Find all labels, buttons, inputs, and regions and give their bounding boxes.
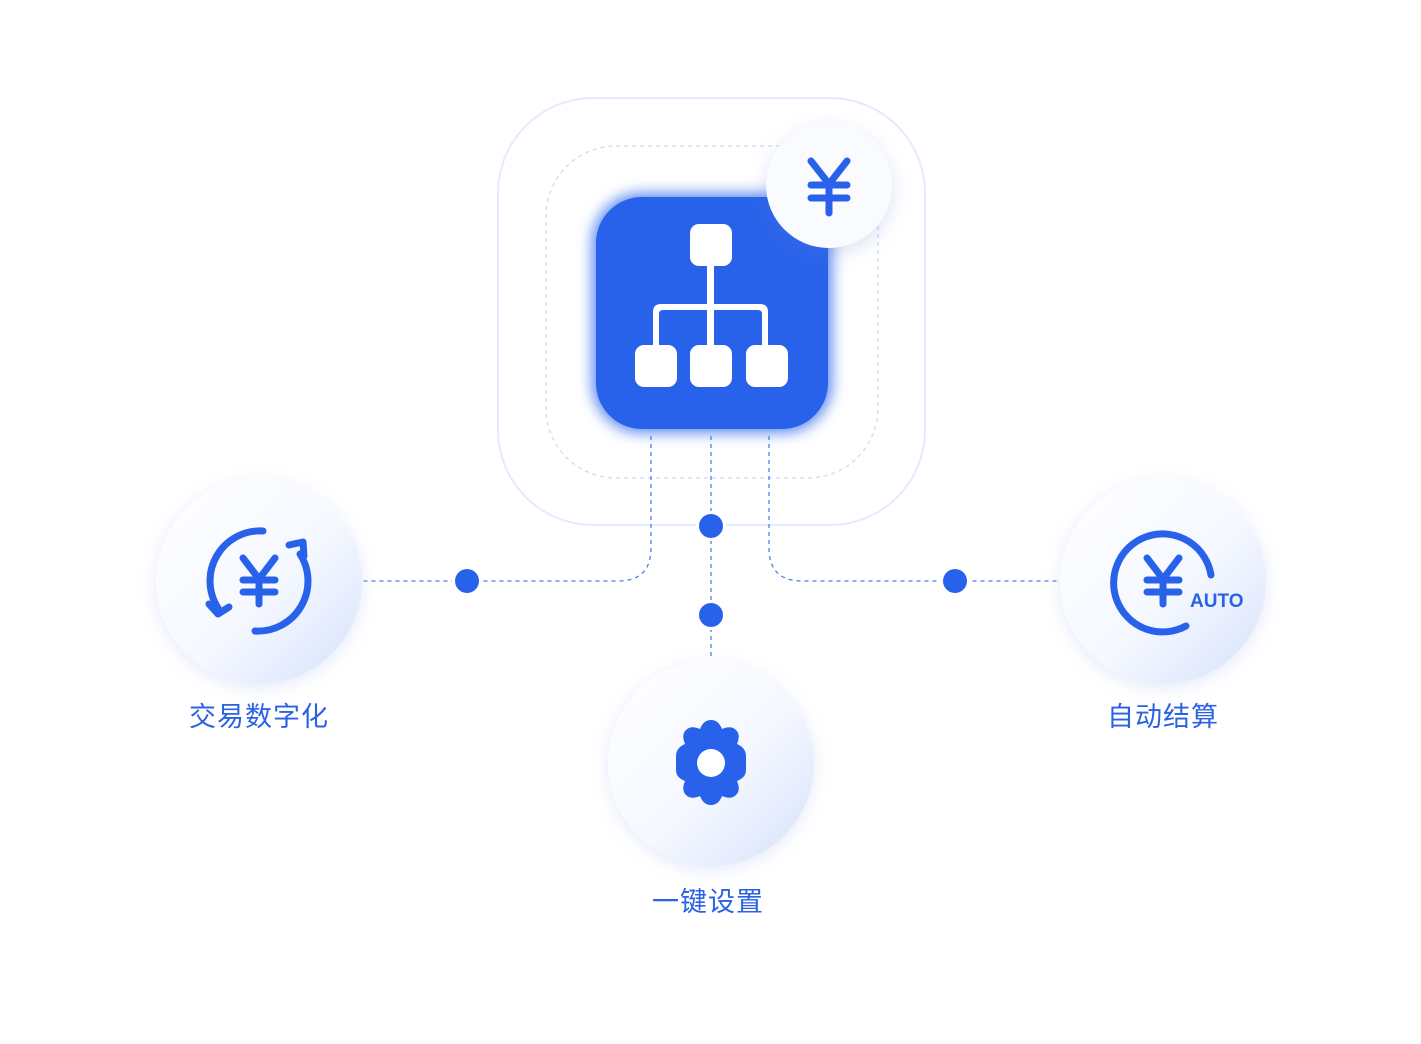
feature-label-digital-transaction: 交易数字化 <box>189 702 329 733</box>
yuan-currency-icon <box>807 157 851 217</box>
connector-dot <box>943 569 967 593</box>
feature-label-auto-settlement: 自动结算 <box>1107 702 1219 733</box>
auto-icon-text: AUTO <box>1190 591 1244 612</box>
center-node <box>592 193 832 433</box>
yuan-auto-icon <box>1110 530 1215 636</box>
connector-left <box>362 436 652 582</box>
connector-dot <box>699 514 723 538</box>
yuan-refresh-icon <box>205 527 312 635</box>
feature-label-one-click-setup: 一键设置 <box>652 887 764 918</box>
connector-right <box>768 436 1062 582</box>
connector-dot <box>455 569 479 593</box>
connector-dots <box>452 511 970 630</box>
inner-dashed-frame <box>545 145 879 479</box>
hierarchy-org-chart-icon <box>635 224 788 387</box>
gear-icon <box>676 720 746 805</box>
connector-lines <box>362 436 1062 662</box>
connector-dot <box>699 603 723 627</box>
